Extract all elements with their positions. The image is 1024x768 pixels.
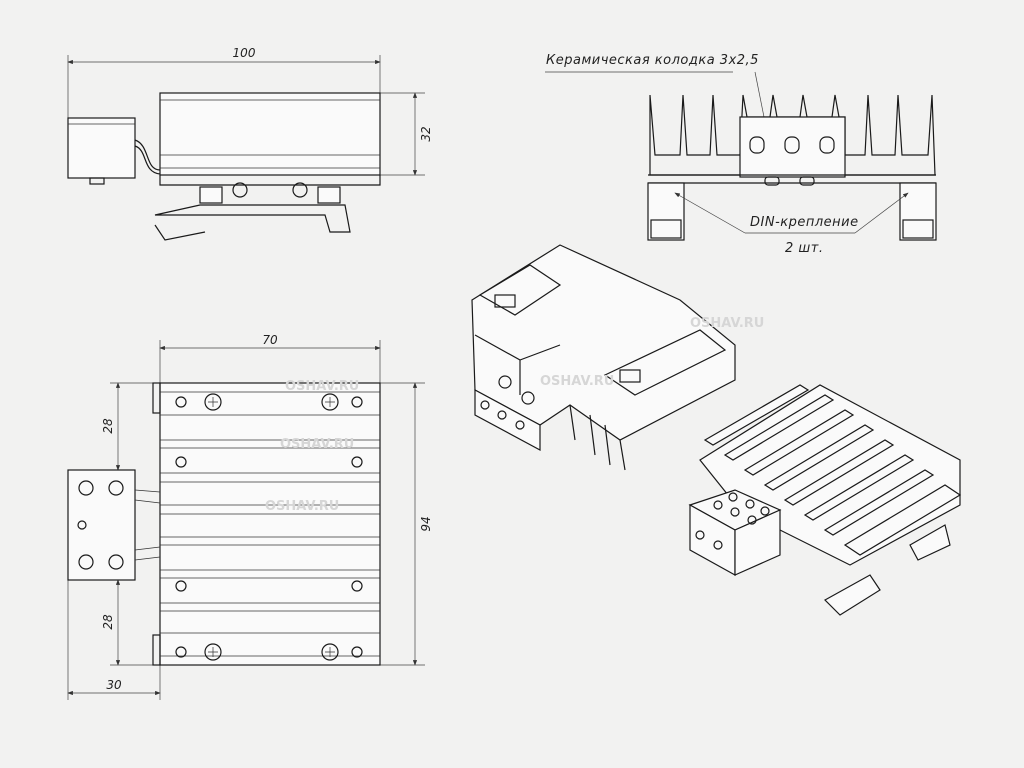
label-din-mount: DIN-крепление xyxy=(750,215,859,230)
front-view: Керамическая колодка 3х2,5 DIN-крепление… xyxy=(545,53,937,256)
watermark-text: OSHAV.RU xyxy=(285,379,359,394)
watermark-text: OSHAV.RU xyxy=(690,316,764,331)
dim-side-length: 100 xyxy=(233,46,256,60)
plan-view: 70 94 28 28 30 xyxy=(67,333,433,700)
dim-side-height: 32 xyxy=(419,126,433,141)
dim-terminal-width: 30 xyxy=(106,678,122,692)
mount-screws xyxy=(175,393,363,661)
fin-lines xyxy=(160,391,380,657)
terminal-screws xyxy=(749,136,835,154)
label-ceramic-block: Керамическая колодка 3х2,5 xyxy=(546,53,759,68)
label-din-qty: 2 шт. xyxy=(785,241,824,256)
dim-offset-bottom: 28 xyxy=(101,614,115,630)
dim-plan-height: 94 xyxy=(419,516,433,531)
watermark-text: OSHAV.RU xyxy=(280,437,354,452)
watermarks: OSHAV.RU OSHAV.RU OSHAV.RU OSHAV.RU OSHA… xyxy=(265,316,764,514)
isometric-view-top xyxy=(688,384,962,616)
fins xyxy=(703,384,962,556)
side-view: 100 32 xyxy=(67,46,433,241)
watermark-text: OSHAV.RU xyxy=(265,499,339,514)
watermark-text: OSHAV.RU xyxy=(540,374,614,389)
dim-offset-top: 28 xyxy=(101,418,115,434)
dim-plan-width: 70 xyxy=(262,333,278,347)
isometric-view-bottom xyxy=(471,244,736,471)
